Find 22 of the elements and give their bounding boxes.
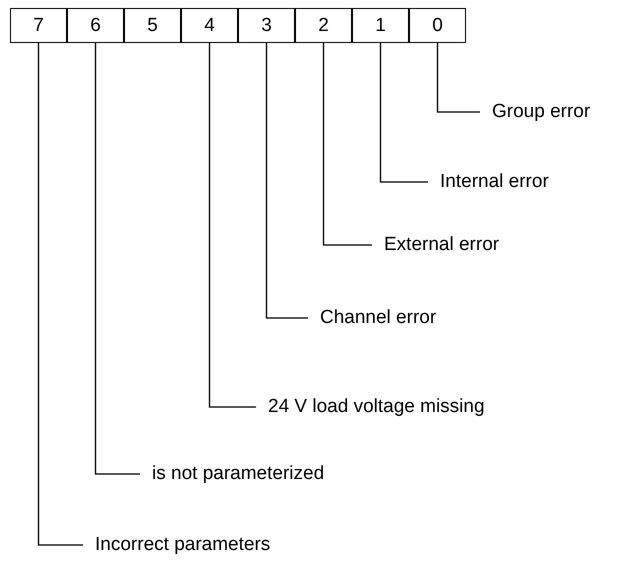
leader-label: Group error	[480, 100, 590, 124]
leader-line	[208, 43, 256, 408]
leader-label: Incorrect parameters	[83, 533, 270, 557]
leader-label: Channel error	[308, 306, 436, 330]
leader-line	[380, 43, 428, 183]
bit-cell: 4	[181, 8, 238, 43]
leader-label: is not parameterized	[140, 462, 324, 486]
leader-label: 24 V load voltage missing	[256, 395, 485, 419]
leader-line	[266, 43, 308, 319]
leader-label: External error	[372, 233, 500, 257]
leader-line	[38, 43, 83, 546]
bit-cell: 0	[409, 8, 466, 43]
bit-cell: 1	[352, 8, 409, 43]
bit-cell: 5	[124, 8, 181, 43]
bit-cell: 2	[295, 8, 352, 43]
bit-cell: 7	[10, 8, 67, 43]
bit-cell: 6	[67, 8, 124, 43]
leader-label: Internal error	[428, 170, 549, 194]
leader-line	[436, 43, 480, 113]
leader-line	[94, 43, 140, 475]
bit-cell: 3	[238, 8, 295, 43]
leader-line	[322, 43, 372, 246]
